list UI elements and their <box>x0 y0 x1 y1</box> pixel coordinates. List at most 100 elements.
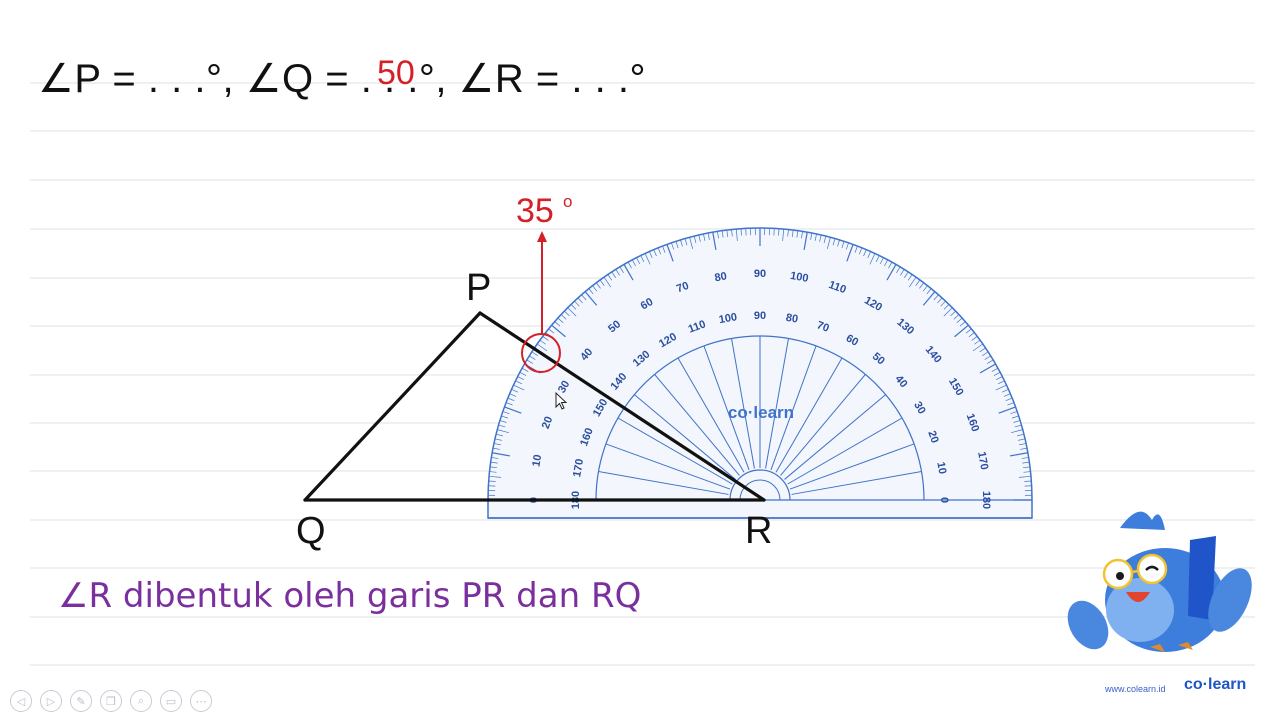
protractor-tick <box>937 297 943 304</box>
protractor-tick <box>644 253 651 265</box>
prev-icon[interactable]: ◁ <box>10 690 32 712</box>
protractor-tick <box>867 251 871 259</box>
question-text: ∠P = . . .°, ∠Q = . . .°, ∠R = . . .° <box>38 57 646 101</box>
pen-icon[interactable]: ✎ <box>70 690 92 712</box>
protractor-outer-number: 60 <box>639 296 656 313</box>
protractor-tick <box>998 380 1005 385</box>
footer-url[interactable]: www.colearn.id <box>1105 684 1166 694</box>
protractor-tick <box>991 367 999 372</box>
protractor-tick <box>886 264 897 281</box>
protractor-ray <box>784 394 886 480</box>
protractor-tick <box>536 343 548 352</box>
protractor-tick <box>1020 447 1028 450</box>
protractor-tick <box>607 274 613 281</box>
protractor-tick <box>791 229 794 238</box>
more-icon[interactable]: ⋯ <box>190 690 212 712</box>
protractor-outer-number: 70 <box>675 280 691 295</box>
protractor-tick <box>495 433 503 437</box>
protractor-tick <box>564 310 570 317</box>
protractor-tick <box>684 238 688 246</box>
protractor-inner-number: 60 <box>844 332 861 349</box>
protractor-ray <box>765 338 789 469</box>
protractor-tick <box>627 261 632 269</box>
copy-icon[interactable]: ❐ <box>100 690 122 712</box>
protractor-inner-number: 10 <box>934 461 948 475</box>
protractor-tick <box>950 310 956 317</box>
next-icon[interactable]: ▷ <box>40 690 62 712</box>
protractor-tick <box>653 249 657 257</box>
protractor-tick <box>542 336 549 341</box>
protractor-outer-number: 10 <box>530 454 544 468</box>
protractor-tick <box>801 231 803 239</box>
protractor-tick <box>703 233 706 241</box>
protractor-tick <box>494 438 502 441</box>
protractor-tick <box>505 402 513 406</box>
protractor-tick <box>922 291 936 306</box>
protractor-tick <box>519 371 527 376</box>
protractor-ray <box>654 374 740 476</box>
protractor-tick <box>875 255 880 262</box>
protractor-tick <box>588 288 594 295</box>
protractor-tick <box>717 231 719 239</box>
protractor-ray <box>780 374 866 476</box>
protractor-tick <box>982 351 989 356</box>
protractor-tick <box>979 363 996 374</box>
protractor-tick <box>1003 393 1011 397</box>
protractor-tick <box>662 245 666 253</box>
side-pq <box>303 311 482 502</box>
protractor-tick <box>837 239 840 247</box>
protractor-tick <box>926 288 932 295</box>
protractor-tick <box>787 229 789 237</box>
vertex-label-p: P <box>466 267 491 309</box>
side-pr <box>478 311 766 502</box>
protractor-ray <box>598 471 729 495</box>
protractor-tick <box>974 339 981 345</box>
protractor-tick <box>803 232 808 250</box>
protractor-tick <box>968 332 975 338</box>
protractor-inner-number: 170 <box>571 458 586 478</box>
protractor-tick <box>726 229 729 238</box>
protractor-tick <box>1010 452 1028 457</box>
protractor-tick <box>819 234 822 242</box>
protractor-tick <box>577 297 583 304</box>
protractor-tick <box>823 235 827 243</box>
protractor-tick <box>1007 402 1015 406</box>
protractor-inner-number: 20 <box>925 429 940 445</box>
protractor-tick <box>1010 411 1018 415</box>
protractor-tick <box>1005 397 1013 402</box>
protractor-outer-number: 180 <box>980 491 992 509</box>
protractor-tick <box>965 328 972 334</box>
protractor-tick <box>846 244 854 262</box>
protractor-tick <box>972 343 984 352</box>
protractor-tick <box>491 457 499 459</box>
degree-mark: o <box>563 192 572 211</box>
protractor-tick <box>636 257 641 265</box>
protractor-tick <box>492 447 500 450</box>
protractor-tick <box>551 324 566 338</box>
protractor-tick <box>515 380 522 385</box>
protractor-tick <box>596 282 601 289</box>
protractor-tick <box>539 339 546 345</box>
protractor-outer-number: 30 <box>556 379 573 396</box>
screen-icon[interactable]: ▭ <box>160 690 182 712</box>
protractor-tick <box>560 314 567 320</box>
measured-angle-value: 35 <box>516 192 554 230</box>
protractor-outer-number: 100 <box>789 270 809 285</box>
protractor-tick <box>993 371 1001 376</box>
protractor-tick <box>922 285 928 292</box>
protractor-tick <box>517 376 525 381</box>
protractor-ray <box>775 357 843 473</box>
protractor-tick <box>570 304 577 310</box>
zoom-icon[interactable]: ⌕ <box>130 690 152 712</box>
protractor-tick <box>896 266 901 274</box>
protractor-tick <box>657 247 662 255</box>
protractor-ray <box>770 345 817 471</box>
player-toolbar: ◁ ▷ ✎ ❐ ⌕ ▭ ⋯ <box>10 690 212 712</box>
protractor-tick <box>492 452 510 457</box>
protractor-tick <box>504 406 522 414</box>
protractor-outer-number: 110 <box>827 279 848 296</box>
protractor-tick <box>869 253 876 265</box>
protractor-tick <box>933 294 939 301</box>
